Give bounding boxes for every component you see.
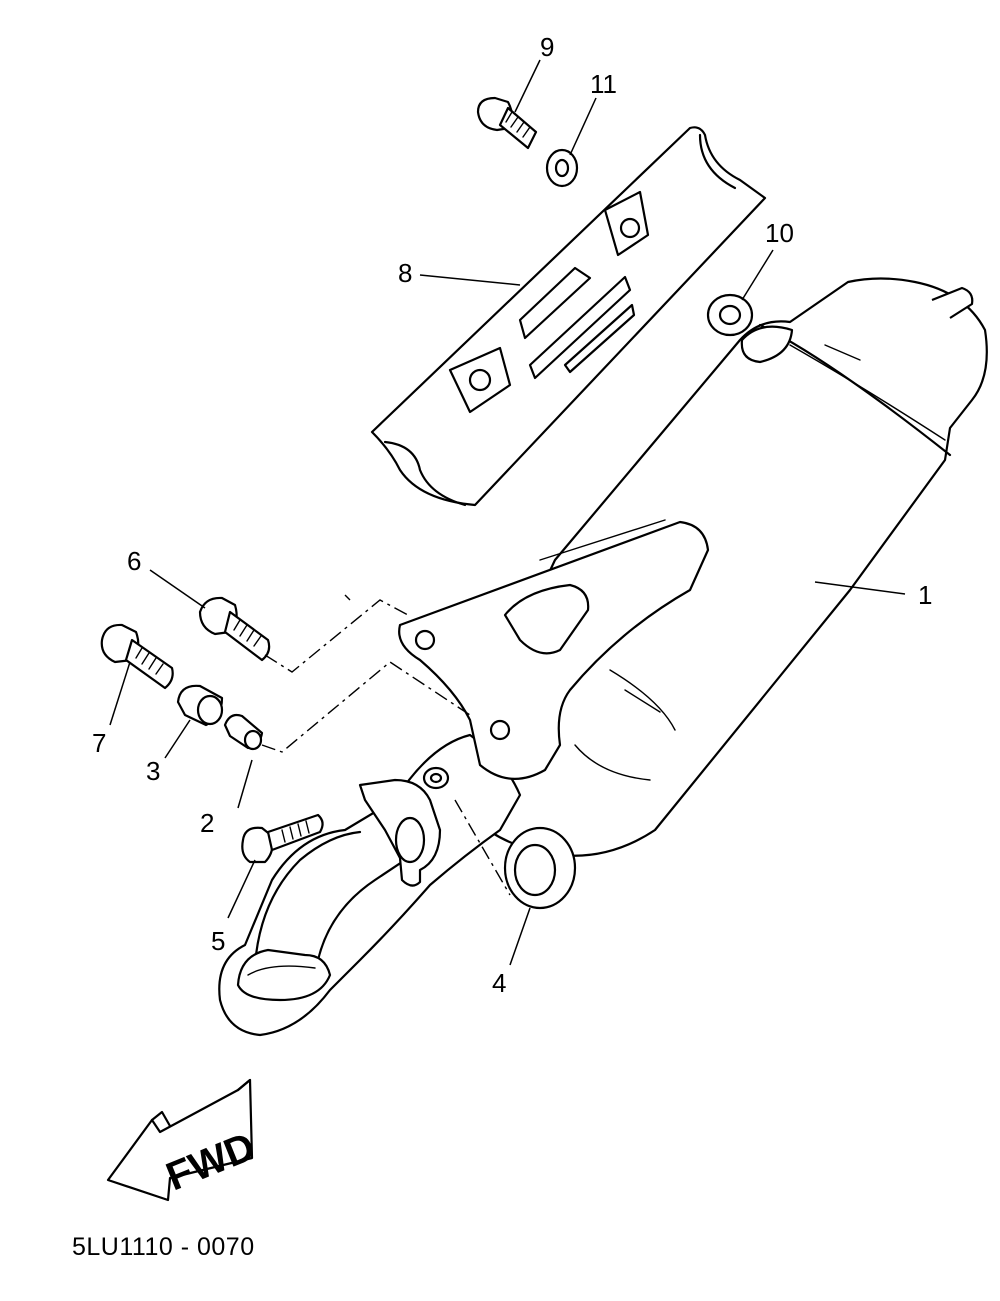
washer-11 bbox=[545, 148, 579, 188]
callout-1: 1 bbox=[918, 580, 932, 610]
callout-11: 11 bbox=[590, 69, 617, 99]
callout-8: 8 bbox=[398, 258, 412, 288]
collar-small bbox=[223, 713, 264, 751]
leader-lines bbox=[109, 59, 906, 966]
fwd-arrow: FWD bbox=[106, 1078, 261, 1202]
muffler bbox=[453, 277, 988, 857]
protector-screw bbox=[476, 96, 538, 150]
bolt-flange bbox=[241, 813, 324, 864]
callout-6: 6 bbox=[127, 546, 141, 576]
callouts: 1 2 3 4 5 6 7 8 9 10 11 bbox=[92, 32, 932, 998]
heat-protector bbox=[370, 126, 767, 507]
callout-7: 7 bbox=[92, 728, 106, 758]
exhaust-pipe bbox=[218, 733, 522, 1037]
callout-5: 5 bbox=[211, 926, 225, 956]
document-code: 5LU1110 - 0070 bbox=[72, 1233, 255, 1261]
bolt-lower bbox=[100, 623, 174, 690]
callout-4: 4 bbox=[492, 968, 506, 998]
callout-2: 2 bbox=[200, 808, 214, 838]
callout-9: 9 bbox=[540, 32, 554, 62]
callout-3: 3 bbox=[146, 756, 160, 786]
bolt-upper bbox=[198, 596, 271, 662]
muffler-bracket bbox=[398, 519, 710, 780]
washer-10 bbox=[706, 293, 754, 337]
assembly-lines bbox=[261, 594, 511, 896]
callout-10: 10 bbox=[765, 218, 794, 248]
collar-large bbox=[176, 684, 224, 727]
gasket bbox=[503, 826, 577, 910]
